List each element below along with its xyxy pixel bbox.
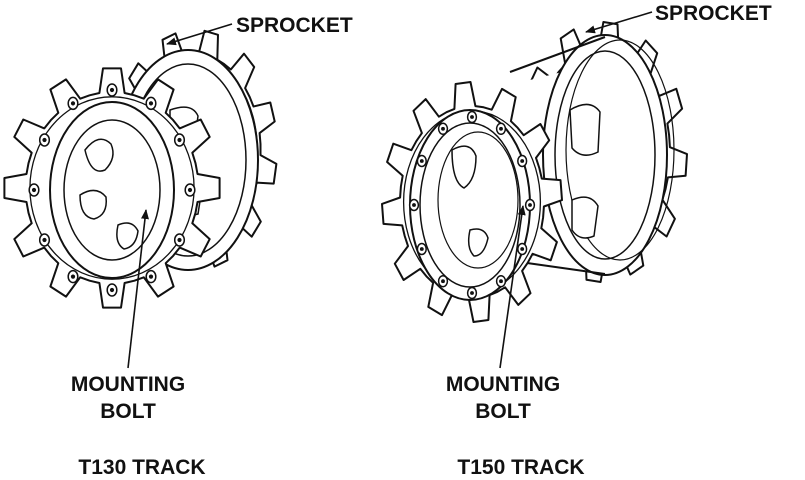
mounting-bolt-head xyxy=(177,237,182,243)
mounting-bolt-head xyxy=(42,137,47,143)
mounting-bolt-head xyxy=(528,203,532,207)
mounting-bolt-head xyxy=(187,187,193,193)
t150-bolt-leader xyxy=(499,205,526,369)
mounting-bolt-head xyxy=(499,126,503,131)
mounting-bolt-head xyxy=(520,159,525,163)
t130-bolt-label-line2: BOLT xyxy=(100,400,156,423)
t130-bolt-leader xyxy=(127,209,149,369)
t130-sprocket-leader xyxy=(166,23,233,46)
mounting-bolt-head xyxy=(177,137,182,143)
mounting-bolt-head xyxy=(148,274,154,279)
mounting-bolt-head xyxy=(70,101,76,106)
t150-sprocket-leader xyxy=(585,11,653,34)
t150-mounting-bolt-ring xyxy=(408,110,536,300)
mounting-bolt-head xyxy=(109,287,115,293)
t150-caption: T150 TRACK xyxy=(457,456,584,479)
t150-bolt-label-line2: BOLT xyxy=(475,400,531,423)
mounting-bolt-head xyxy=(470,291,474,295)
t150-bolt-label-line1: MOUNTING xyxy=(446,373,560,396)
t150-hub-face xyxy=(409,109,531,301)
mounting-bolt-head xyxy=(419,247,424,251)
t150-sprocket-label: SPROCKET xyxy=(655,2,772,25)
t130-hub-face xyxy=(49,101,175,279)
mounting-bolt-head xyxy=(109,87,115,93)
t130-caption: T130 TRACK xyxy=(78,456,205,479)
mounting-bolt-head xyxy=(419,159,424,163)
t130-sprocket-assembly xyxy=(3,29,278,309)
mounting-bolt-head xyxy=(31,187,37,193)
t130-sprocket-label: SPROCKET xyxy=(236,14,353,37)
mounting-bolt-head xyxy=(148,101,154,106)
t130-mounting-bolt-ring xyxy=(28,83,196,297)
mounting-bolt-head xyxy=(520,247,525,251)
t150-sprocket-assembly xyxy=(381,21,688,323)
mounting-bolt-head xyxy=(441,126,445,131)
mounting-bolt-head xyxy=(441,279,445,284)
t130-bolt-label-line1: MOUNTING xyxy=(71,373,185,396)
mounting-bolt-head xyxy=(470,115,474,119)
mounting-bolt-head xyxy=(499,279,503,284)
mounting-bolt-head xyxy=(42,237,47,243)
mounting-bolt-head xyxy=(412,203,416,207)
mounting-bolt-head xyxy=(70,274,76,279)
